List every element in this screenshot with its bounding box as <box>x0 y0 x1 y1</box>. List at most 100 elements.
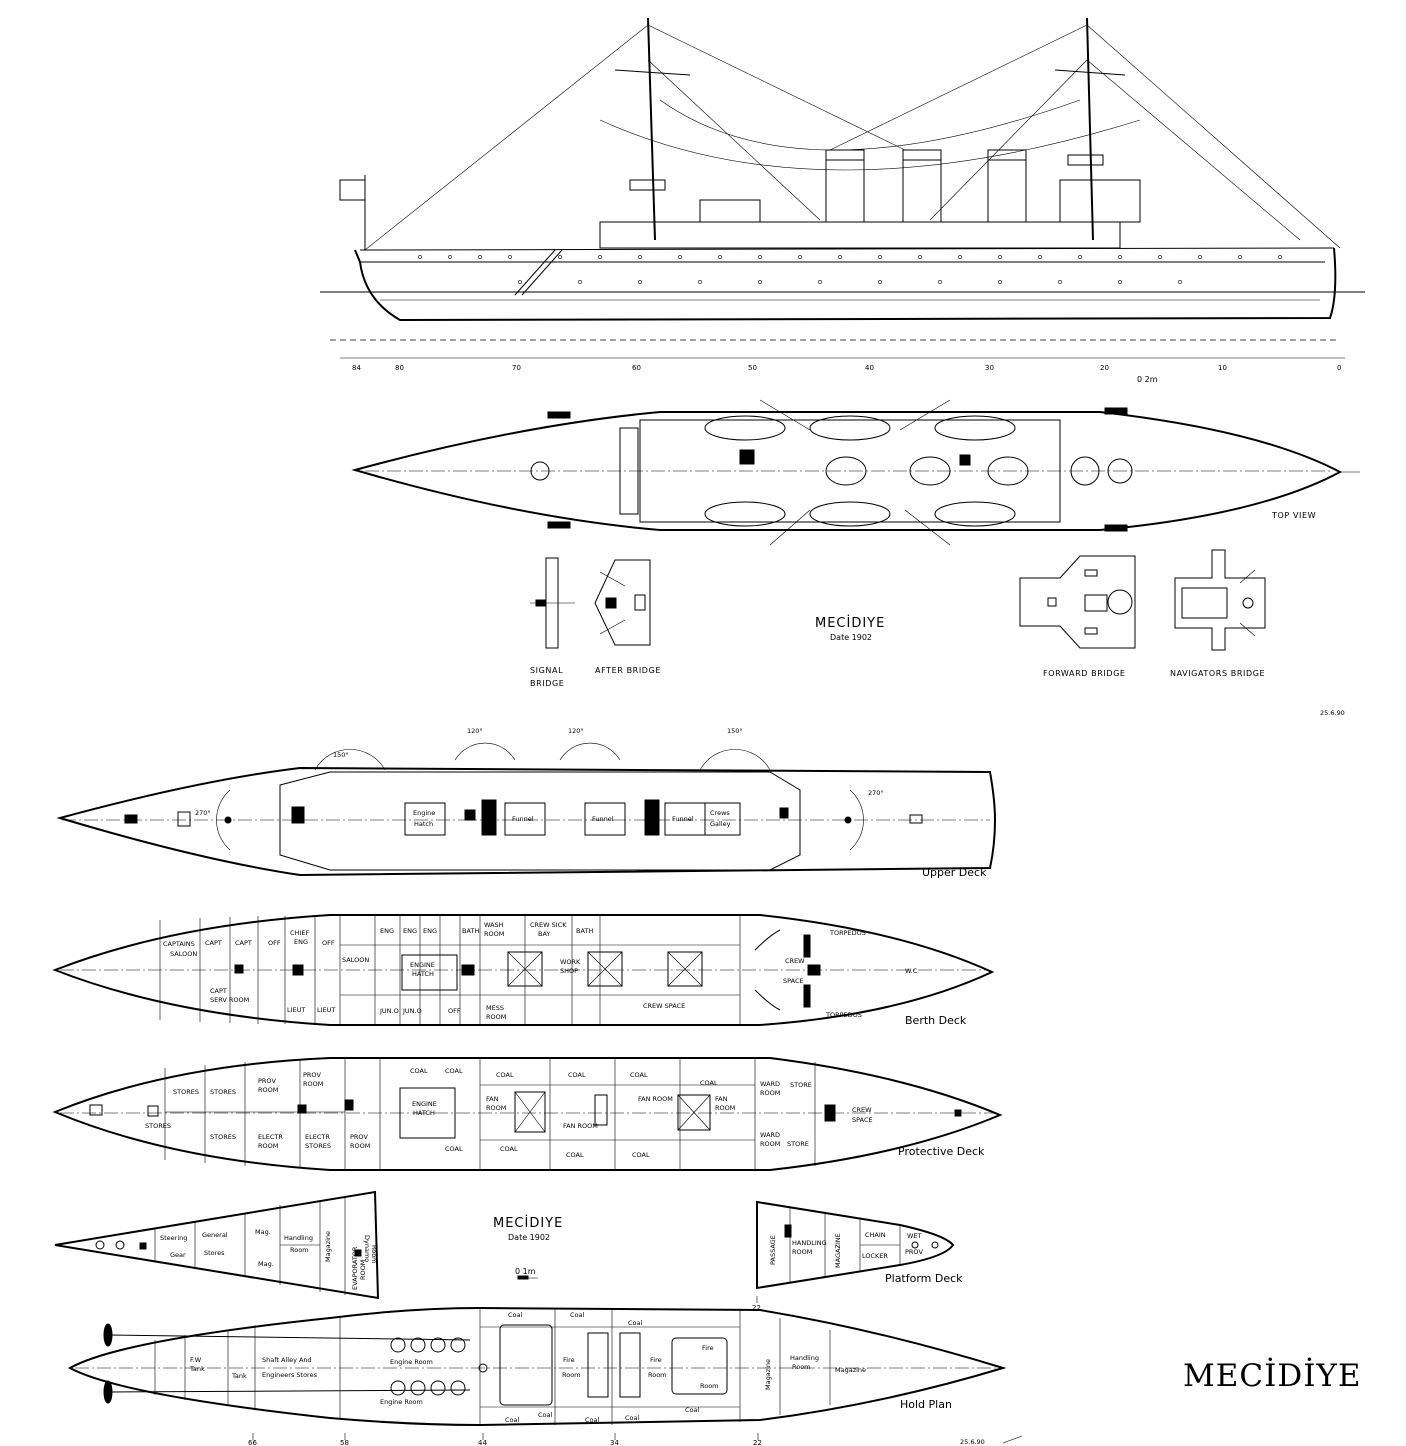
after-bridge-label: AFTER BRIDGE <box>595 666 661 675</box>
signal-bridge-drawing <box>530 557 575 649</box>
room-label: STORES <box>210 1088 236 1096</box>
room-label: CREW <box>785 957 805 965</box>
room-label: W.C <box>905 967 918 975</box>
room-label: Galley <box>710 820 731 828</box>
forward-bridge-drawing <box>1019 555 1136 649</box>
room-label: STORES <box>210 1133 236 1141</box>
profile-scale-label: 0 2m <box>1137 375 1158 384</box>
hold-frame-scale: 66 58 44 34 22 <box>248 1433 762 1446</box>
room-label: Coal <box>625 1414 639 1422</box>
room-label: CREW SICK <box>530 921 567 929</box>
room-label: ROOM <box>303 1080 323 1088</box>
berth-deck-title: Berth Deck <box>905 1014 967 1027</box>
forward-bridge-label: FORWARD BRIDGE <box>1043 669 1126 678</box>
room-label: OFF <box>268 939 281 947</box>
room-label: ROOM <box>258 1086 278 1094</box>
room-label: ENG <box>403 927 417 935</box>
room-label: WARD <box>760 1080 780 1088</box>
room-label: Magazine <box>835 1366 866 1374</box>
room-label: FAN <box>486 1095 499 1103</box>
room-label: Handling <box>790 1354 819 1362</box>
room-label: ROOM <box>350 1142 370 1150</box>
title-block-name: MECİDIYE <box>493 1215 563 1231</box>
room-label: BATH <box>462 927 479 935</box>
room-label: SALOON <box>170 950 197 958</box>
room-label: Handling <box>284 1234 313 1242</box>
platform-aft-labels: Steering Gear General Stores Mag. Mag. H… <box>160 1228 378 1290</box>
room-label: Magazine <box>764 1359 772 1390</box>
room-label: HANDLING <box>792 1239 827 1247</box>
room-label: ROOM <box>359 1260 367 1280</box>
room-label: HATCH <box>413 1109 435 1117</box>
frame-mark: 66 <box>248 1439 257 1446</box>
room-label: JUN.O <box>402 1007 422 1015</box>
frame-mark: 20 <box>1100 364 1109 372</box>
room-label: Room <box>290 1246 309 1254</box>
arc-label: 150° <box>333 751 349 759</box>
protective-deck-labels: STORES STORES STORES STORES PROV ROOM PR… <box>145 1067 873 1159</box>
signature-mark <box>1002 1435 1023 1444</box>
room-label: CAPTAINS <box>163 940 195 948</box>
room-label: Tank <box>231 1372 247 1380</box>
upper-deck-title: Upper Deck <box>922 866 987 879</box>
frame-mark: 10 <box>1218 364 1227 372</box>
room-label: COAL <box>566 1151 584 1159</box>
platform-fwd-drawing <box>756 1200 955 1303</box>
room-label: ROOM <box>715 1104 735 1112</box>
frame-mark: 70 <box>512 364 521 372</box>
frame-mark: 30 <box>985 364 994 372</box>
protective-deck-title: Protective Deck <box>898 1145 985 1158</box>
room-label: General <box>202 1231 228 1239</box>
arc-label: 150° <box>727 727 743 735</box>
title-block-date: Date 1902 <box>830 633 872 642</box>
frame-mark: 80 <box>395 364 404 372</box>
room-label: PASSAGE <box>769 1235 777 1265</box>
top-view-caption: TOP VIEW <box>1271 511 1316 520</box>
room-label: COAL <box>700 1079 718 1087</box>
room-label: CREW <box>852 1106 872 1114</box>
room-label: WORK <box>560 958 581 966</box>
room-label: Gear <box>170 1251 186 1259</box>
frame-mark: 22 <box>753 1439 762 1446</box>
frame-mark: 58 <box>340 1439 349 1446</box>
room-label: PROV <box>350 1133 368 1141</box>
room-label: PROV <box>303 1071 321 1079</box>
room-label: Mag. <box>258 1260 274 1268</box>
room-label: Fire <box>702 1344 714 1352</box>
frame-mark: 84 <box>352 364 361 372</box>
frame-mark: 60 <box>632 364 641 372</box>
room-label: Hatch <box>414 820 433 828</box>
room-label: COAL <box>496 1071 514 1079</box>
room-label: Funnel <box>592 815 614 823</box>
room-label: MESS <box>486 1004 504 1012</box>
side-profile-drawing <box>320 17 1365 341</box>
room-label: OFF <box>448 1007 461 1015</box>
room-label: Engineers Stores <box>262 1371 318 1379</box>
room-label: ROOM <box>486 1013 506 1021</box>
room-label: FAN ROOM <box>563 1122 598 1130</box>
room-label: ENG <box>380 927 394 935</box>
room-label: Room <box>370 1245 378 1264</box>
room-label: COAL <box>568 1071 586 1079</box>
room-label: LIEUT <box>287 1006 305 1014</box>
frame-mark: 40 <box>865 364 874 372</box>
room-label: BAY <box>538 930 550 938</box>
platform-aft-drawing <box>54 1190 380 1300</box>
room-label: TORPEDOS <box>829 929 866 937</box>
room-label: COAL <box>632 1151 650 1159</box>
arc-label: 270° <box>195 809 211 817</box>
room-label: ELECTR <box>305 1133 330 1141</box>
room-label: ENGINE <box>412 1100 437 1108</box>
room-label: Funnel <box>512 815 534 823</box>
room-label: CAPT <box>235 939 252 947</box>
arc-label: 120° <box>467 727 483 735</box>
room-label: Crews <box>710 809 730 817</box>
room-label: COAL <box>445 1145 463 1153</box>
room-label: COAL <box>630 1071 648 1079</box>
room-label: Fire <box>650 1356 662 1364</box>
room-label: SERV ROOM <box>210 996 249 1004</box>
room-label: Funnel <box>672 815 694 823</box>
room-label: PROV <box>258 1077 276 1085</box>
room-label: Coal <box>505 1416 519 1424</box>
